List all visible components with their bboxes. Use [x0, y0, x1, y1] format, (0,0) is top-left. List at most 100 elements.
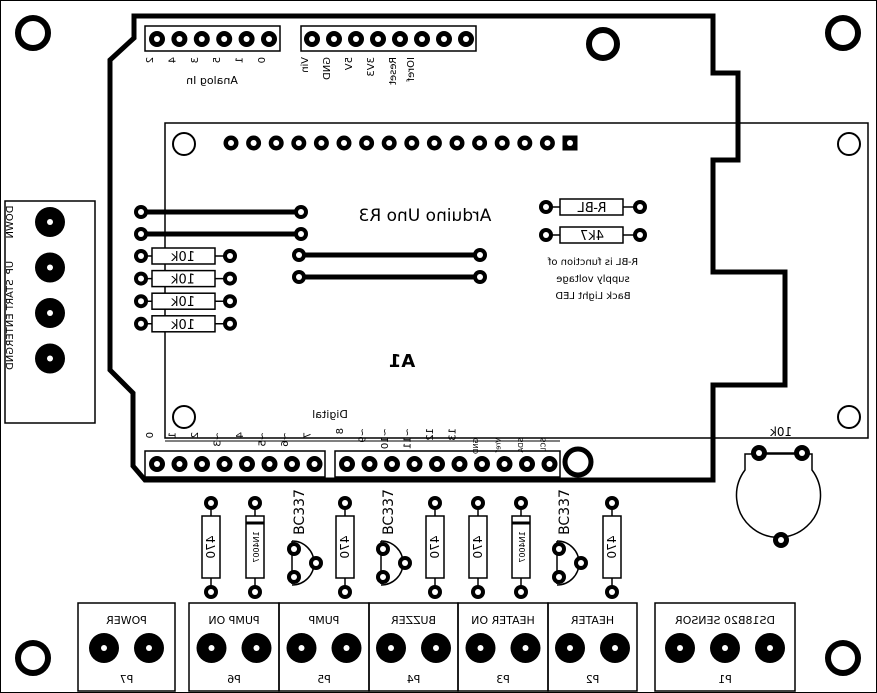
pad-hole — [456, 461, 463, 467]
analog-pin-label: 5 — [212, 57, 223, 63]
digital-header-right — [339, 456, 558, 472]
pad-hole — [47, 310, 53, 316]
pad — [552, 570, 566, 584]
pad-hole — [402, 560, 408, 566]
analog-pin-label: 0 — [257, 57, 268, 63]
transistor: BC337 — [552, 489, 588, 586]
connector-label: HEATER ON — [471, 614, 535, 627]
resistor-body — [151, 315, 216, 333]
lcd-hole — [172, 405, 196, 429]
pad-hole — [176, 461, 183, 467]
arduino-mounting-hole — [562, 446, 594, 478]
pad — [404, 135, 420, 151]
connector-id: P7 — [120, 673, 134, 686]
digital-pin-label: 13 — [448, 428, 459, 441]
connector-label: POWER — [106, 614, 147, 627]
pad — [605, 496, 619, 510]
diode-value: 1N4007 — [518, 531, 527, 562]
pad — [196, 633, 227, 663]
pad-hole — [47, 264, 53, 271]
pad — [134, 227, 148, 241]
arduino-outline — [107, 13, 788, 483]
pad-hole — [291, 574, 297, 580]
lcd-pin-header — [223, 135, 578, 151]
pad — [313, 135, 329, 151]
power-header — [304, 31, 474, 47]
resistor-10k: 10k — [134, 292, 237, 310]
connector-label: PUMP — [308, 614, 339, 627]
connector-frame — [77, 602, 176, 692]
digital-pin-label: SDA — [517, 438, 525, 453]
pad-hole — [546, 461, 553, 467]
analog-pin-label: 1 — [235, 57, 246, 63]
pad — [552, 542, 566, 556]
pad-hole — [313, 560, 319, 566]
pad — [406, 456, 423, 472]
pad — [426, 135, 442, 151]
pad — [292, 248, 306, 262]
pad-hole — [543, 232, 549, 238]
pad-hole — [388, 645, 394, 651]
lcd-hole — [837, 132, 861, 156]
pad — [451, 456, 468, 472]
pad-hole — [252, 500, 258, 506]
pad — [204, 496, 218, 510]
board-title: Arduino Uno R3 — [359, 206, 492, 226]
pad — [134, 271, 148, 286]
pad — [336, 135, 352, 151]
pad-hole — [208, 589, 214, 595]
power-pin-label: GND — [322, 57, 333, 80]
pad — [428, 585, 442, 599]
pad — [246, 135, 262, 151]
pad-hole — [434, 461, 440, 467]
jumper-pads — [134, 205, 487, 284]
pad — [134, 316, 148, 331]
button-label: DOWN — [5, 206, 16, 239]
pad-hole — [477, 274, 483, 280]
pad — [473, 248, 487, 262]
resistor-body — [602, 515, 622, 579]
pad — [261, 456, 278, 472]
pad-hole — [138, 298, 144, 305]
pad — [294, 205, 308, 219]
pad — [223, 316, 237, 331]
pad-hole — [341, 140, 347, 146]
board-designator: A1 — [389, 351, 415, 372]
pad — [291, 135, 307, 151]
pad-hole — [389, 461, 395, 467]
digital-pin-label: Vref — [495, 438, 503, 453]
pad — [633, 200, 647, 214]
pad — [261, 31, 277, 47]
analog-in-label: Analog In — [186, 74, 238, 87]
analog-pin-label: 4 — [167, 57, 178, 63]
pad-hole — [298, 645, 305, 651]
pad — [665, 633, 695, 663]
pad-hole — [138, 253, 144, 259]
pad-hole — [47, 219, 53, 225]
power-pin-label: Vin — [300, 57, 311, 73]
pad-hole — [252, 589, 258, 595]
resistor-backlight: 4k7 — [539, 226, 647, 244]
digital-pin-label: 1 — [168, 432, 179, 438]
pad-hole — [521, 140, 528, 146]
pad — [428, 496, 442, 510]
digital-pin-label: GND — [472, 438, 480, 454]
resistor-value: 10k — [170, 295, 195, 310]
button-label: GND — [5, 347, 16, 370]
button-label: UP — [5, 261, 16, 274]
pad — [605, 585, 619, 599]
pad-hole — [176, 36, 183, 42]
pad-hole — [609, 500, 615, 506]
diode-body — [511, 515, 531, 579]
digital-pin-label: 12 — [425, 428, 436, 441]
resistor-value: 470 — [428, 536, 442, 559]
pad — [633, 228, 647, 242]
pad — [539, 135, 555, 151]
pad — [755, 633, 785, 663]
pad-hole — [343, 645, 350, 651]
digital-pin-label: ~6 — [280, 432, 291, 447]
pad-hole — [298, 231, 304, 237]
